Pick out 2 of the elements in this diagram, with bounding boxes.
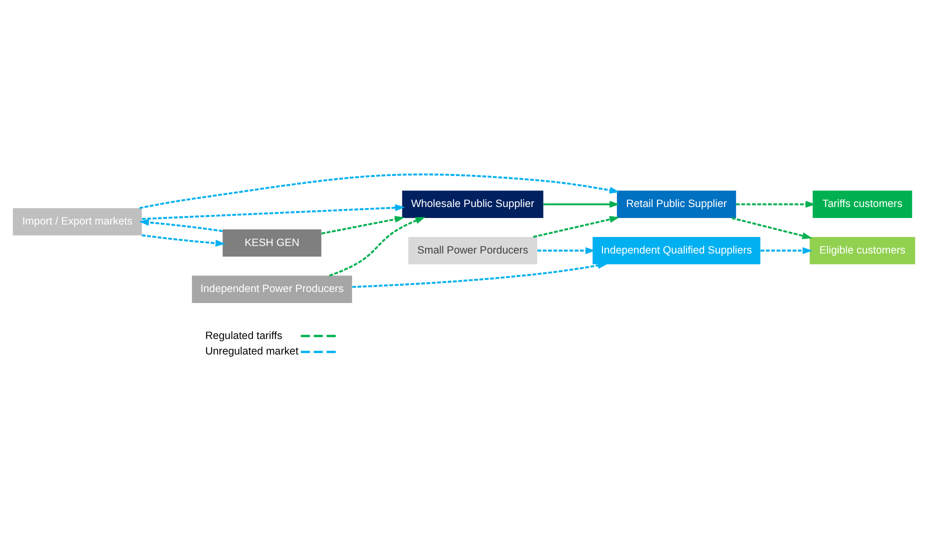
legend-label: Unregulated market (205, 346, 298, 358)
legend-label: Regulated tariffs (205, 330, 282, 342)
